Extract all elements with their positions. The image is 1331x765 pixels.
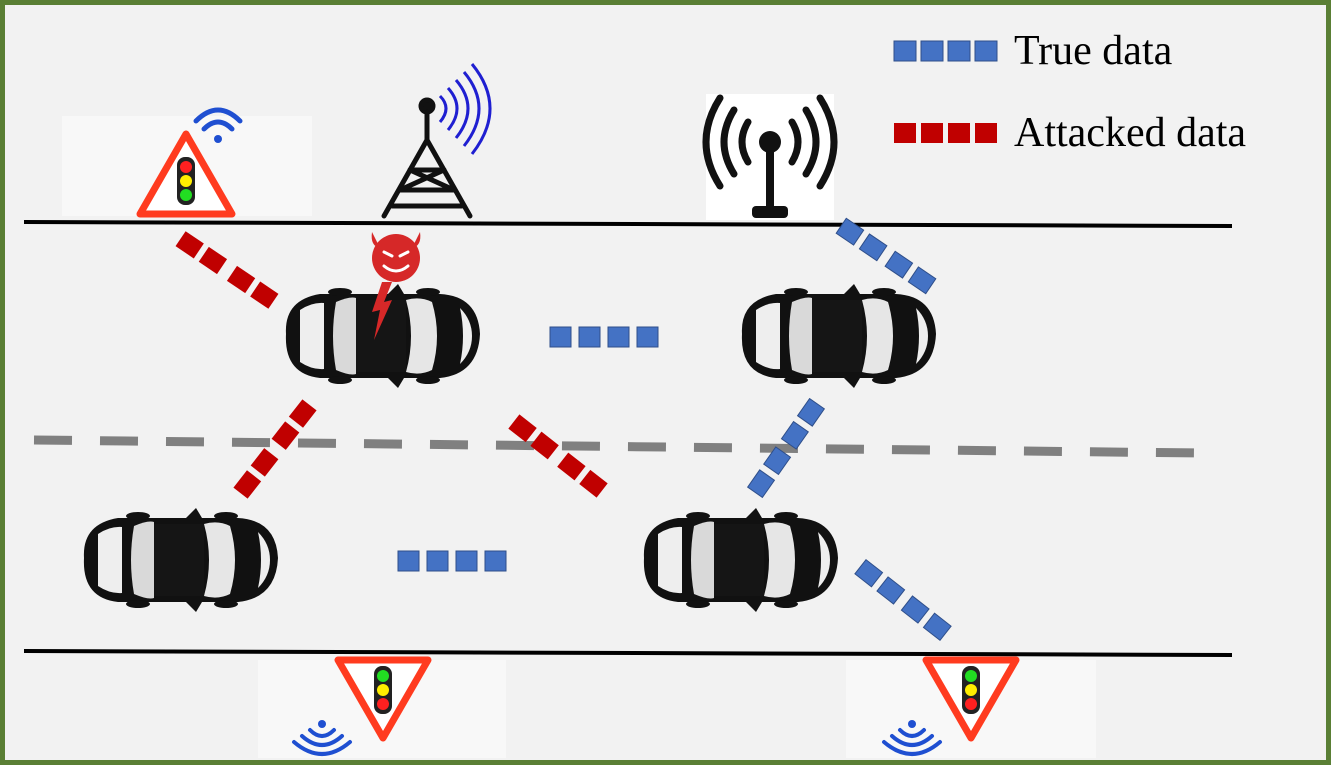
radio-tower-icon <box>381 97 473 219</box>
legend-true-label: True data <box>1014 28 1173 74</box>
legend-attacked-label: Attacked data <box>1014 110 1247 156</box>
tower-signal-waves-icon <box>438 63 492 155</box>
traffic-light-warning-sign-bottom-right-icon <box>922 656 1020 742</box>
road-bottom-edge <box>23 649 1233 657</box>
lane-divider <box>33 435 1201 458</box>
attacked-packets-car-to-right-car <box>508 414 608 498</box>
wifi-bottom-right-icon <box>882 720 942 756</box>
car-bottom-right-view-icon <box>643 508 838 612</box>
broadcast-antenna-icon <box>702 94 838 218</box>
true-packets-top-row <box>549 326 659 348</box>
traffic-light-warning-sign-bottom-left-icon <box>334 656 432 742</box>
wifi-icon <box>193 107 243 143</box>
traffic-light-warning-sign-icon <box>136 130 236 218</box>
legend-attacked-swatch-icon <box>894 123 997 143</box>
devil-icon <box>371 232 421 282</box>
lightning-bolt-icon <box>372 282 392 340</box>
attacked-packets-sign-to-car <box>175 231 279 309</box>
car-bottom-left-view-icon <box>83 508 278 612</box>
true-packets-car-to-sign <box>854 558 952 642</box>
true-packets-car-to-car-right <box>746 397 826 499</box>
true-packets-antenna-to-car <box>835 217 937 295</box>
attacked-packets-car-to-left-car <box>233 399 317 499</box>
wifi-bottom-left-icon <box>292 720 352 756</box>
true-packets-bottom-row <box>397 550 507 572</box>
road-top-edge <box>23 220 1233 228</box>
legend-true-swatch-icon <box>893 40 998 62</box>
car-top-right-view-icon <box>741 284 936 388</box>
